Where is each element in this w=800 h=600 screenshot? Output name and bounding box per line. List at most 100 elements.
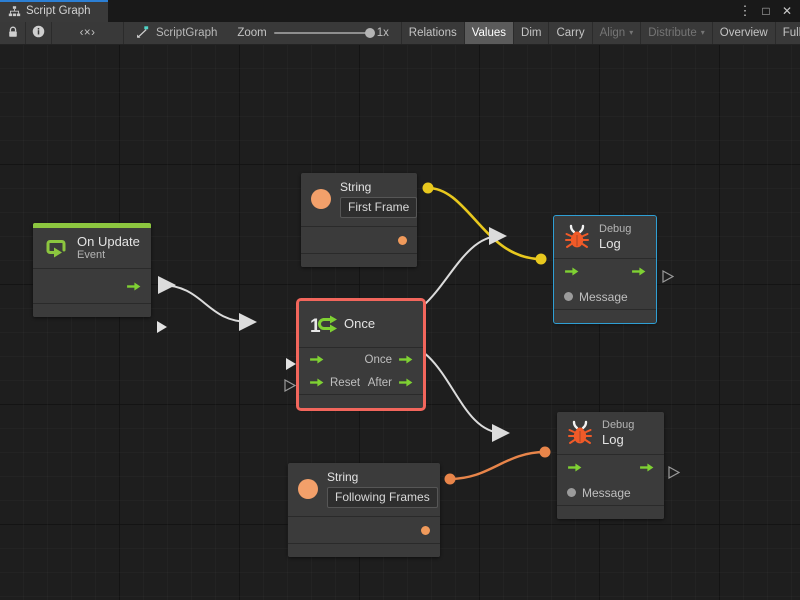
input-port-message[interactable]: Message — [567, 486, 631, 500]
node-title-group: String First Frame — [340, 180, 418, 219]
output-port-exit[interactable] — [631, 266, 646, 277]
output-port-label-once: Once — [364, 353, 393, 366]
code-view-button[interactable]: ‹×› — [52, 22, 124, 44]
node-debug-log-top[interactable]: Debug Log Message — [553, 214, 657, 325]
flow-arrow-icon — [398, 377, 413, 388]
zoom-label: Zoom — [237, 27, 267, 39]
port-row-output-value[interactable] — [288, 517, 440, 543]
window-close-icon[interactable]: ✕ — [781, 4, 793, 18]
tab-script-graph[interactable]: Script Graph — [0, 0, 108, 22]
output-port-after[interactable]: After — [368, 377, 413, 389]
node-title: Once — [344, 316, 376, 332]
value-port-dot — [564, 292, 573, 302]
output-port-label-after: After — [367, 376, 392, 389]
node-once[interactable]: 1 Once Once — [296, 298, 426, 411]
toolbar-label-carry: Carry — [556, 27, 585, 39]
wire-endpoint-dot — [535, 253, 547, 265]
node-title-group: String Following Frames — [327, 470, 438, 509]
graph-name-label: ScriptGraph — [156, 27, 218, 39]
node-footer — [33, 303, 151, 318]
toolbar-label-dim: Dim — [521, 27, 542, 39]
node-footer — [299, 394, 423, 408]
window-maximize-icon[interactable]: □ — [762, 4, 770, 18]
connection-string-following-frames-to-message[interactable] — [449, 450, 546, 481]
output-port-flow[interactable] — [126, 281, 141, 292]
toolbar-button-overview[interactable]: Overview — [713, 22, 776, 44]
input-port-label-message: Message — [582, 485, 631, 500]
value-port-dot — [398, 235, 407, 245]
toolbar-label-values: Values — [471, 27, 507, 39]
script-graph-icon — [136, 25, 150, 42]
node-string-first-frame[interactable]: String First Frame — [301, 173, 418, 268]
port-row-flow[interactable] — [554, 259, 656, 284]
info-button[interactable] — [26, 22, 52, 44]
port-row-output-flow[interactable] — [33, 269, 151, 303]
graph-name-field[interactable]: ScriptGraph — [124, 22, 227, 44]
toolbar-label-align: Align — [599, 27, 626, 39]
output-port-exit[interactable] — [639, 462, 654, 473]
node-footer — [301, 253, 417, 268]
graph-canvas[interactable]: On Update Event — [0, 45, 800, 600]
toolbar-button-carry[interactable]: Carry — [549, 22, 593, 44]
node-body — [33, 269, 151, 303]
port-row-message[interactable]: Message — [557, 480, 664, 505]
node-body: Message — [557, 455, 664, 505]
flow-port-connector-filled — [157, 321, 167, 333]
zoom-slider[interactable] — [273, 28, 375, 38]
toolbar-button-full-screen[interactable]: Full Screen — [776, 22, 800, 44]
node-body — [301, 227, 417, 253]
zoom-slider-handle[interactable] — [364, 28, 375, 38]
node-title-group: Once — [344, 316, 375, 331]
node-title-group: Debug Log — [602, 419, 634, 447]
input-port-enter[interactable] — [567, 462, 582, 473]
toolbar-button-distribute[interactable]: Distribute ▾ — [641, 22, 713, 44]
toolbar-button-relations[interactable]: Relations — [402, 22, 465, 44]
node-footer — [554, 309, 656, 324]
toolbar-label-relations: Relations — [408, 27, 457, 39]
flow-port-connector-filled — [286, 358, 296, 370]
node-title: On Update — [77, 234, 140, 249]
input-port-message[interactable]: Message — [564, 290, 628, 304]
flow-arrow-icon — [309, 354, 324, 365]
input-port-enter[interactable] — [309, 354, 324, 365]
connection-on-update-to-once[interactable] — [159, 284, 251, 323]
toolbar-button-align[interactable]: Align ▾ — [593, 22, 642, 44]
port-row-message[interactable]: Message — [554, 284, 656, 309]
input-port-enter[interactable] — [564, 266, 579, 277]
script-graph-icon — [8, 5, 21, 18]
flow-arrow-icon — [309, 377, 324, 388]
string-value-input[interactable]: First Frame — [340, 197, 418, 219]
window-menu-icon[interactable]: ⋮ — [738, 3, 752, 18]
lock-button[interactable] — [0, 22, 26, 44]
window-controls: ⋮ □ ✕ — [736, 0, 796, 22]
input-port-reset[interactable]: Reset — [309, 377, 360, 389]
toolbar-button-values[interactable]: Values — [464, 22, 515, 44]
output-port-once[interactable]: Once — [365, 354, 414, 366]
connection-string-first-frame-to-message[interactable] — [427, 186, 542, 261]
flow-arrow-icon — [564, 266, 579, 277]
node-title: Log — [599, 235, 621, 251]
on-update-loop-icon — [42, 234, 70, 262]
wire-endpoint-dot — [539, 446, 551, 458]
chevron-down-icon: ▾ — [629, 27, 634, 37]
wire-endpoint-dot — [444, 473, 456, 485]
graph-toolbar: ‹×› ScriptGraph Zoom 1x Relations Values… — [0, 22, 800, 45]
node-header: Debug Log — [554, 216, 656, 260]
node-subtitle: Event — [77, 249, 106, 262]
node-on-update[interactable]: On Update Event — [33, 223, 151, 318]
flow-arrow-icon — [398, 354, 413, 365]
node-body — [288, 517, 440, 543]
node-debug-log-bottom[interactable]: Debug Log Message — [557, 412, 664, 520]
node-string-following-frames[interactable]: String Following Frames — [288, 463, 440, 558]
string-value-input[interactable]: Following Frames — [327, 487, 438, 509]
output-port-value[interactable] — [398, 235, 407, 245]
toolbar-label-distribute: Distribute — [648, 27, 697, 39]
toolbar-button-dim[interactable]: Dim — [514, 22, 550, 44]
port-row-reset-after[interactable]: Reset After — [299, 371, 423, 394]
port-row-flow[interactable] — [557, 455, 664, 480]
port-row-once[interactable]: Once — [299, 348, 423, 371]
window-title-bar: Script Graph ⋮ □ ✕ — [0, 0, 800, 22]
port-row-output-value[interactable] — [301, 227, 417, 253]
zoom-control[interactable]: Zoom 1x — [227, 22, 402, 44]
output-port-value[interactable] — [421, 525, 430, 535]
